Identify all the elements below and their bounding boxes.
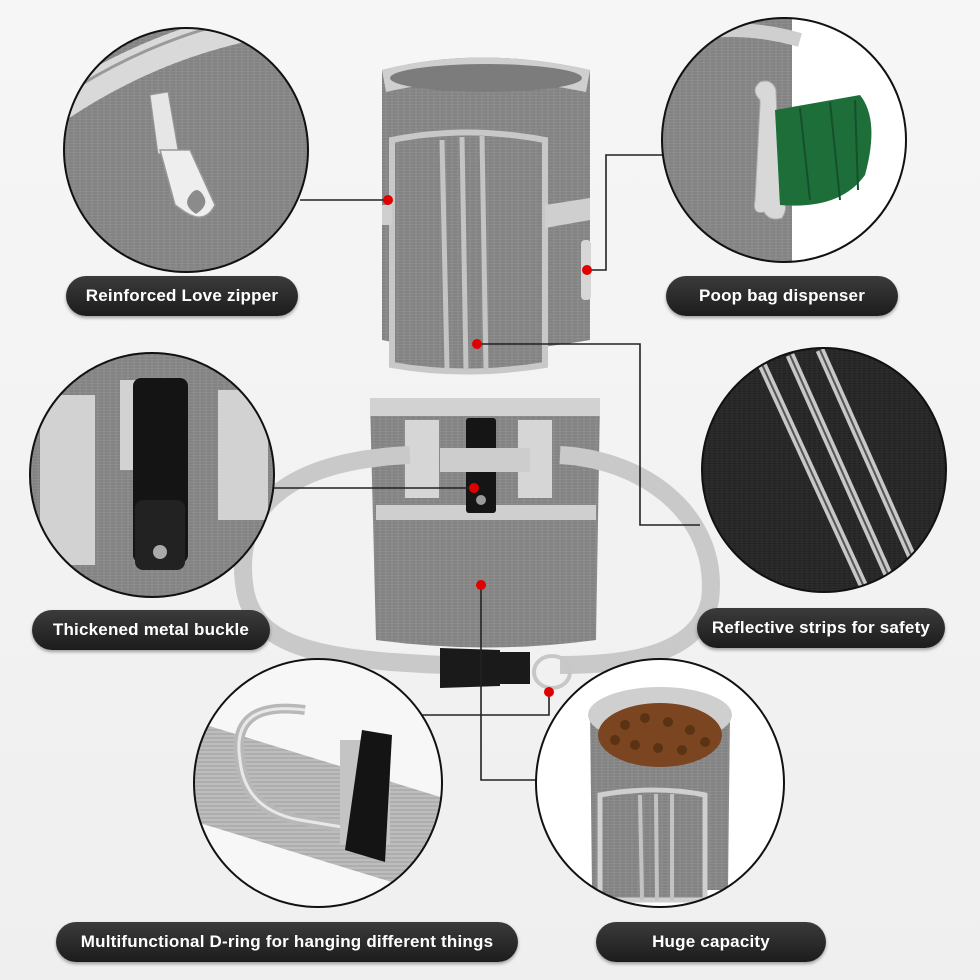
- label-dring: Multifunctional D-ring for hanging diffe…: [56, 922, 518, 962]
- dispenser-detail: [661, 17, 907, 263]
- label-capacity: Huge capacity: [596, 922, 826, 962]
- label-buckle: Thickened metal buckle: [32, 610, 270, 650]
- label-dispenser: Poop bag dispenser: [666, 276, 898, 316]
- pointer-dots: [383, 195, 592, 697]
- zipper-detail: [63, 27, 309, 273]
- reflective-detail: [701, 347, 947, 593]
- capacity-detail: [535, 658, 785, 908]
- dring-detail: [193, 658, 443, 908]
- label-reflective: Reflective strips for safety: [697, 608, 945, 648]
- label-zipper: Reinforced Love zipper: [66, 276, 298, 316]
- bag-front-view: [382, 57, 591, 375]
- buckle-detail: [29, 352, 275, 598]
